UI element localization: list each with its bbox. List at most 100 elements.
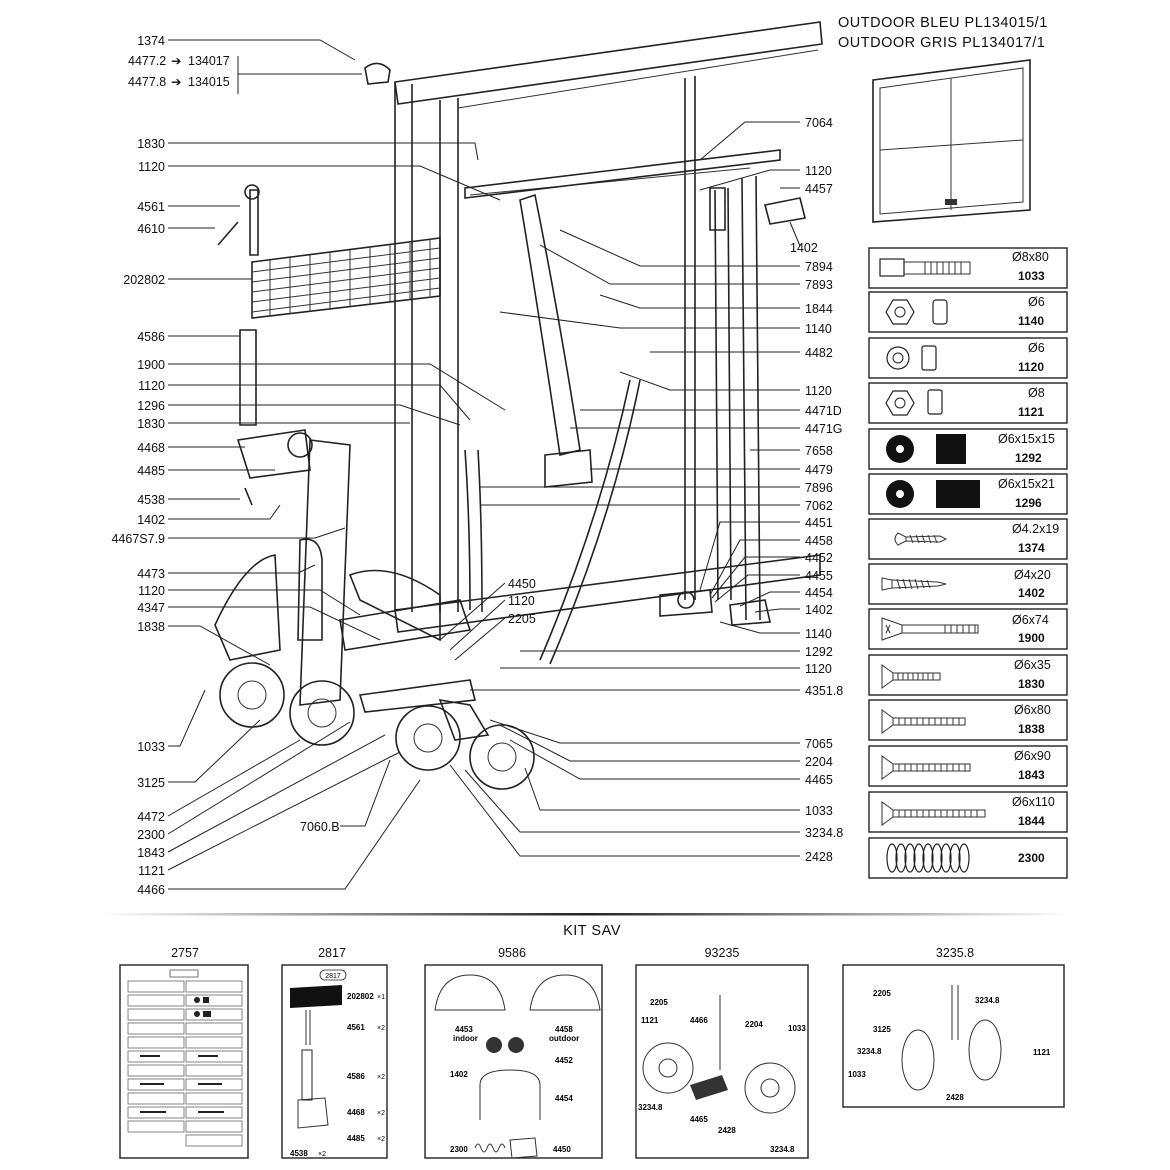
kit-inner-label: 4453 [455, 1025, 473, 1034]
arrow-icon: ➔ [171, 75, 181, 89]
kit-inner-label: outdoor [549, 1034, 579, 1043]
screw-icon [881, 664, 941, 689]
hardware-item: Ø6 1120 [868, 337, 1068, 379]
hardware-ref: 1844 [1018, 814, 1045, 828]
callout-label: 2300 [137, 828, 165, 842]
table-illustration [214, 21, 823, 790]
callout-label: 4482 [805, 346, 833, 360]
kit-inner-label: 2204 [745, 1020, 763, 1029]
callout-label: 4450 [508, 577, 536, 591]
callout-label: 1296 [137, 399, 165, 413]
callout-label: 1838 [137, 620, 165, 634]
callout-label: 4473 [137, 567, 165, 581]
callout-label: 1402 [790, 241, 818, 255]
hardware-ref: 1900 [1018, 631, 1045, 645]
right-callouts: 7064 1120 4457 1402 7894 7893 1844 1140 … [790, 116, 843, 864]
bracket-indoor-icon [434, 974, 506, 1011]
hardware-spec: Ø6x15x21 [998, 477, 1055, 491]
wheel-icon [744, 1062, 796, 1114]
hardware-item: Ø8x80 1033 [868, 247, 1068, 289]
kit-inner-label: ×2 [377, 1025, 385, 1032]
hardware-ref: 1843 [1018, 768, 1045, 782]
screw-icon [881, 709, 966, 734]
callout-label: 4457 [805, 182, 833, 196]
kit-inner-label: 1033 [848, 1070, 866, 1079]
rod-icon [305, 1010, 311, 1045]
roller-icon [508, 1037, 524, 1053]
leader-lines [167, 39, 801, 890]
callout-label: 1033 [805, 804, 833, 818]
hardware-ref: 1838 [1018, 722, 1045, 736]
hardware-list: Ø8x80 1033 Ø6 1140 Ø6 1120 [868, 247, 1068, 879]
callout-label: 4468 [137, 441, 165, 455]
kit-inner-label: ×2 [377, 1074, 385, 1081]
screw-icon [881, 617, 979, 641]
caster-plate-icon [690, 1075, 728, 1100]
callout-label: 4471D [805, 404, 842, 418]
table-top-thumbnail [872, 59, 1031, 223]
kit-inner-label: 4458 [555, 1025, 573, 1034]
callout-label: 4538 [137, 493, 165, 507]
callout-label: 3125 [137, 776, 165, 790]
kit-inner-label: 4538 [290, 1149, 308, 1158]
kit-inner-label: 3234.8 [770, 1145, 795, 1154]
kit-inner-label: 2817 [325, 973, 341, 980]
post-icon [301, 1049, 313, 1101]
model-title-gris: OUTDOOR GRIS PL134017/1 [838, 35, 1045, 51]
ref-map-left-2: 4477.8 [128, 75, 166, 89]
wheel-icon [901, 1029, 935, 1091]
kit-inner-label: indoor [453, 1034, 478, 1043]
nut-icon [885, 299, 948, 325]
screw-icon [881, 755, 971, 780]
callout-label: 4351.8 [805, 684, 843, 698]
kit-inner-label: 3234.8 [857, 1047, 882, 1056]
hardware-item: 2300 [868, 837, 1068, 879]
hardware-spec: Ø8 [1028, 386, 1045, 400]
callout-label: 4610 [137, 222, 165, 236]
wheel-icon [968, 1019, 1002, 1081]
spring-icon [474, 1143, 506, 1153]
kit-inner-label: 1402 [450, 1070, 468, 1079]
kit-inner-label: ×2 [377, 1110, 385, 1117]
hardware-ref: 1296 [1015, 496, 1042, 510]
hardware-spec: Ø4.2x19 [1012, 522, 1059, 536]
kit-inner-label: ×2 [377, 1136, 385, 1143]
hardware-item: Ø6x15x21 1296 [868, 473, 1068, 515]
callout-label: 1120 [805, 384, 832, 398]
callout-label: 2428 [805, 850, 833, 864]
hardware-spec: Ø8x80 [1012, 250, 1049, 264]
ref-map-right-2: 134015 [188, 75, 230, 89]
kit-inner-label: ×1 [377, 994, 385, 1001]
hardware-item: Ø6 1140 [868, 291, 1068, 333]
kit-inner-label: 4466 [690, 1016, 708, 1025]
callout-label: 7658 [805, 444, 833, 458]
kit-2817: 2817 2817 202802 ×1 4561 ×2 4586 ×2 4468… [281, 946, 388, 1159]
callout-label: 1830 [137, 417, 165, 431]
callout-label: 2205 [508, 612, 536, 626]
callout-label: 1140 [805, 627, 832, 641]
kit-code: 93235 [705, 946, 740, 960]
ref-map: 4477.2 ➔ 134017 4477.8 ➔ 134015 [128, 54, 362, 94]
arrow-icon: ➔ [171, 54, 181, 68]
callout-label: 4451 [805, 516, 833, 530]
callout-label: 3234.8 [805, 826, 843, 840]
callout-label: 1120 [138, 584, 165, 598]
hardware-ref: 1292 [1015, 451, 1042, 465]
kit-inner-label: 1033 [788, 1024, 806, 1033]
latch-icon [509, 1137, 538, 1159]
washer-nut-icon [885, 389, 943, 416]
kit-section-title: KIT SAV [563, 923, 621, 939]
callout-label: 1120 [138, 379, 165, 393]
washer-nut-icon [886, 345, 937, 371]
section-divider [100, 913, 1070, 916]
callout-label: 1844 [805, 302, 833, 316]
handle-icon [479, 1069, 541, 1120]
hardware-spec: Ø6x110 [1012, 795, 1055, 809]
callout-label: 1120 [805, 662, 832, 676]
kit-inner-label: 4561 [347, 1023, 365, 1032]
callout-label: 1900 [137, 358, 165, 372]
hardware-ref: 1140 [1018, 314, 1044, 328]
hardware-ref: 1121 [1018, 405, 1044, 419]
callout-label: 4458 [805, 534, 833, 548]
